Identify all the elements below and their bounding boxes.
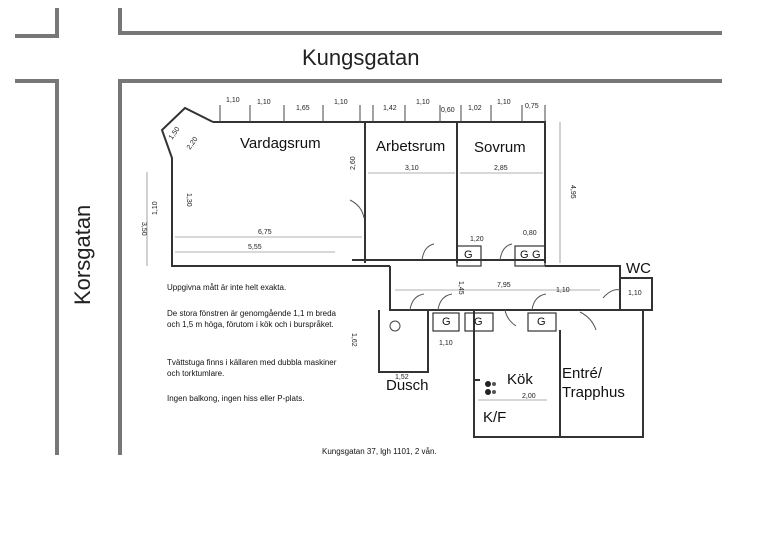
curb-building-edge bbox=[118, 79, 722, 455]
dim-dusch-inner: 1,10 bbox=[439, 340, 453, 347]
dim-left-c: 3,50 bbox=[140, 222, 147, 236]
dim-arbetsrum-width: 3,10 bbox=[405, 165, 419, 172]
dim-hall-short: 1,10 bbox=[556, 287, 570, 294]
dim-closet-b: 0,80 bbox=[523, 230, 537, 237]
dim-top-10: 0,75 bbox=[525, 103, 539, 110]
dim-left-b: 1,10 bbox=[152, 201, 159, 215]
dim-kok-width: 2,00 bbox=[522, 393, 536, 400]
dim-vardagsrum-side: 2,60 bbox=[350, 156, 357, 170]
closet-label: G bbox=[474, 316, 483, 328]
room-dusch: Dusch bbox=[386, 377, 429, 394]
room-kf: K/F bbox=[483, 409, 507, 426]
dim-sovrum-width: 2,85 bbox=[494, 165, 508, 172]
dim-hall-height: 1,45 bbox=[457, 281, 464, 295]
closet-label: G bbox=[464, 249, 473, 261]
note-laundry: Tvättstuga finns i källaren med dubbla m… bbox=[167, 358, 337, 378]
dim-top-3: 1,65 bbox=[296, 105, 310, 112]
closet-label: G bbox=[520, 249, 529, 261]
room-entre-trapphus: Entré/ Trapphus bbox=[562, 365, 625, 401]
note-no-balcony: Ingen balkong, ingen hiss eller P-plats. bbox=[167, 394, 305, 403]
dim-top-2: 1,10 bbox=[257, 99, 271, 106]
dim-closet-a: 1,20 bbox=[470, 236, 484, 243]
dim-vardagsrum-width: 6,75 bbox=[258, 229, 272, 236]
dim-top-4: 1,10 bbox=[334, 99, 348, 106]
room-kok: Kök bbox=[507, 371, 533, 388]
dim-top-8: 1,02 bbox=[468, 105, 482, 112]
dim-dusch-height: 1,62 bbox=[350, 333, 357, 347]
dim-left-a: 1,30 bbox=[185, 193, 192, 207]
closet-label: G bbox=[537, 316, 546, 328]
dim-top-6: 1,10 bbox=[416, 99, 430, 106]
room-sovrum: Sovrum bbox=[474, 139, 526, 156]
street-kungsgatan: Kungsgatan bbox=[302, 45, 420, 70]
note-measurements: Uppgivna mått är inte helt exakta. bbox=[167, 283, 287, 292]
room-wc: WC bbox=[626, 260, 651, 277]
dim-top-7: 0,60 bbox=[441, 107, 455, 114]
dim-top-9: 1,10 bbox=[497, 99, 511, 106]
room-vardagsrum: Vardagsrum bbox=[240, 135, 321, 152]
dim-hall-width: 7,95 bbox=[497, 282, 511, 289]
dim-dusch-width: 1,52 bbox=[395, 374, 409, 381]
dim-wc-width: 1,10 bbox=[628, 290, 642, 297]
dim-top-5: 1,42 bbox=[383, 105, 397, 112]
dim-height: 4,95 bbox=[569, 185, 576, 199]
dim-top-1: 1,10 bbox=[226, 97, 240, 104]
street-korsgatan: Korsgatan bbox=[70, 204, 95, 305]
note-windows: De stora fönstren är genomgående 1,1 m b… bbox=[167, 309, 336, 329]
closet-label: G bbox=[532, 249, 541, 261]
curb-korsgatan-west bbox=[15, 79, 59, 455]
room-arbetsrum: Arbetsrum bbox=[376, 138, 446, 155]
curb-kungsgatan-north bbox=[118, 8, 722, 35]
dim-bay-1: 1,50 bbox=[168, 126, 182, 141]
closet-label: G bbox=[442, 316, 451, 328]
curb-corner-top-left bbox=[15, 8, 59, 38]
plan-caption: Kungsgatan 37, lgh 1101, 2 vån. bbox=[322, 447, 437, 456]
dim-vardagsrum-inner: 5,55 bbox=[248, 244, 262, 251]
dim-bay-2: 2,20 bbox=[186, 136, 200, 151]
